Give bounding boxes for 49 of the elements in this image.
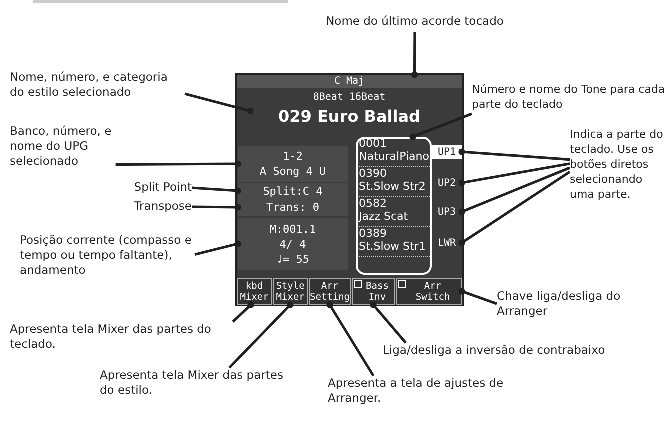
callout-text: Posição corrente (compasso e tempo ou tempo faltante), andamento [20, 233, 195, 295]
leader-line [370, 302, 407, 344]
leader-line [458, 288, 498, 306]
bass-inv-button: Bass Inv [352, 278, 395, 305]
callout-text: Apresenta tela Mixer das partes do teclado. [10, 322, 240, 354]
leader-line [232, 302, 254, 323]
position-tempo: M:001.1 4/ 4 ♩= 55 [238, 218, 348, 270]
arr-switch-button: Arr Switch [396, 278, 462, 305]
part-label: UP3 [432, 205, 462, 219]
tone-entry: 0390 St.Slow Str2 [358, 167, 430, 197]
chord-name: C Maj [237, 75, 462, 88]
part-label: UP1 [432, 145, 462, 159]
leader-line [458, 171, 571, 246]
callout-text: Split Point [120, 180, 192, 196]
leader-line [116, 160, 242, 168]
leader-line [411, 32, 418, 78]
transpose-value: Trans: 0 [238, 199, 348, 216]
callout-text: Nome, número, e categoria do estilo selecionado [10, 70, 185, 102]
leader-line [192, 204, 242, 211]
kbd-mixer-button: kbd Mixer [237, 278, 272, 305]
tone-entry: 0582 Jazz Scat [358, 197, 430, 227]
callout-text: Apresenta a tela de ajustes de Arranger. [328, 376, 518, 408]
leader-line [326, 302, 375, 377]
part-label: UP2 [432, 176, 462, 190]
tone-entry: 0389 St.Slow Str1 [358, 227, 430, 257]
leader-line [458, 148, 570, 162]
leader-line [458, 162, 570, 186]
callout-text: Transpose [120, 199, 192, 215]
arr-setting-button: Arr Setting [309, 278, 351, 305]
leader-line [194, 240, 242, 256]
display-screen [235, 73, 464, 306]
leader-line [192, 186, 242, 194]
callout-text: Chave liga/desliga do Arranger [497, 289, 669, 319]
leader-line [184, 92, 254, 114]
style-mixer-button: Style Mixer [273, 278, 308, 305]
style-category: 8Beat 16Beat [237, 90, 462, 104]
callout-text: Apresenta tela Mixer das partes do estilo. [100, 368, 285, 400]
leader-line [458, 166, 570, 216]
split-point-value: Split:C 4 [238, 183, 348, 199]
part-label: LWR [432, 236, 462, 250]
callout-text: Número e nome do Tone para cada parte do teclado [472, 82, 667, 114]
callout-text: Liga/desliga a inversão de contrabaixo [383, 343, 670, 359]
style-name: 029 Euro Ballad [237, 104, 462, 128]
callout-text: Nome do último acorde tocado [325, 14, 505, 32]
callout-text: Banco, número, e nome do UPG selecionado [10, 124, 125, 172]
callout-text: Indica a parte do teclado. Use os botões diretos selecionando uma parte. [570, 127, 668, 209]
tone-list-frame [356, 137, 432, 275]
upg-info: 1-2 A Song 4 U [238, 146, 348, 182]
leader-line [228, 302, 294, 369]
